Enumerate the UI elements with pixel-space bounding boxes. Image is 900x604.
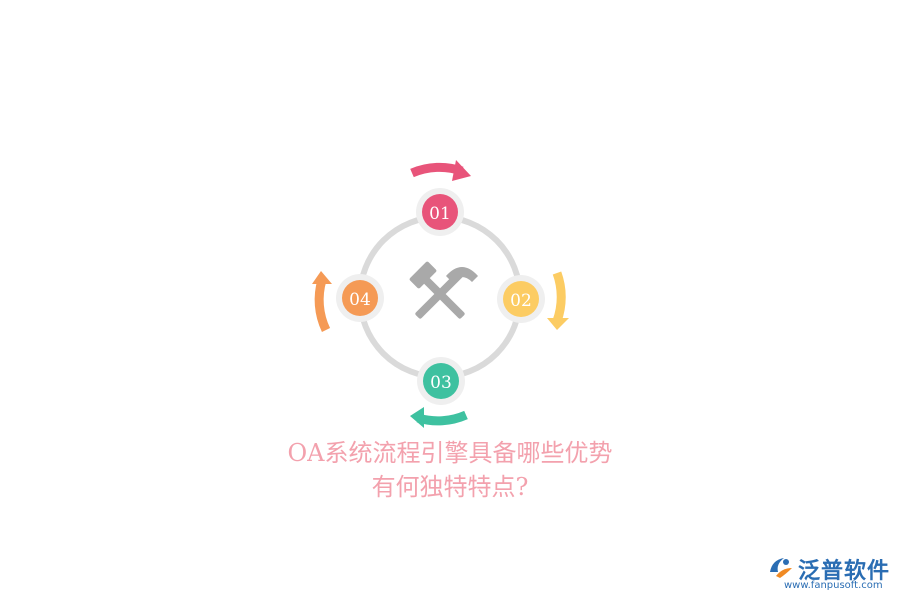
title-line-1: OA系统流程引擎具备哪些优势 xyxy=(287,439,613,467)
hammer-pick-tools-icon xyxy=(409,261,478,319)
node-03-label: 03 xyxy=(430,373,452,393)
node-04-label: 04 xyxy=(349,290,371,310)
title-line-2: 有何独特特点? xyxy=(371,473,529,501)
node-02-label: 02 xyxy=(510,291,532,311)
logo-url: www.fanpusoft.com xyxy=(784,580,883,591)
arrow-top-icon xyxy=(410,160,471,181)
fanpu-logo-icon xyxy=(770,558,792,578)
node-02: 02 xyxy=(497,275,545,323)
logo-name: 泛普软件 xyxy=(798,559,891,584)
node-01: 01 xyxy=(416,188,464,236)
node-03: 03 xyxy=(417,357,465,405)
arrow-left-icon xyxy=(312,271,332,332)
brand-logo: 泛普软件 www.fanpusoft.com xyxy=(766,550,892,594)
node-04: 04 xyxy=(336,274,384,322)
node-01-label: 01 xyxy=(429,204,451,224)
arrow-right-icon xyxy=(547,271,569,330)
arrow-bottom-icon xyxy=(410,407,468,428)
diagram-title: OA系统流程引擎具备哪些优势 有何独特特点? xyxy=(0,436,900,504)
